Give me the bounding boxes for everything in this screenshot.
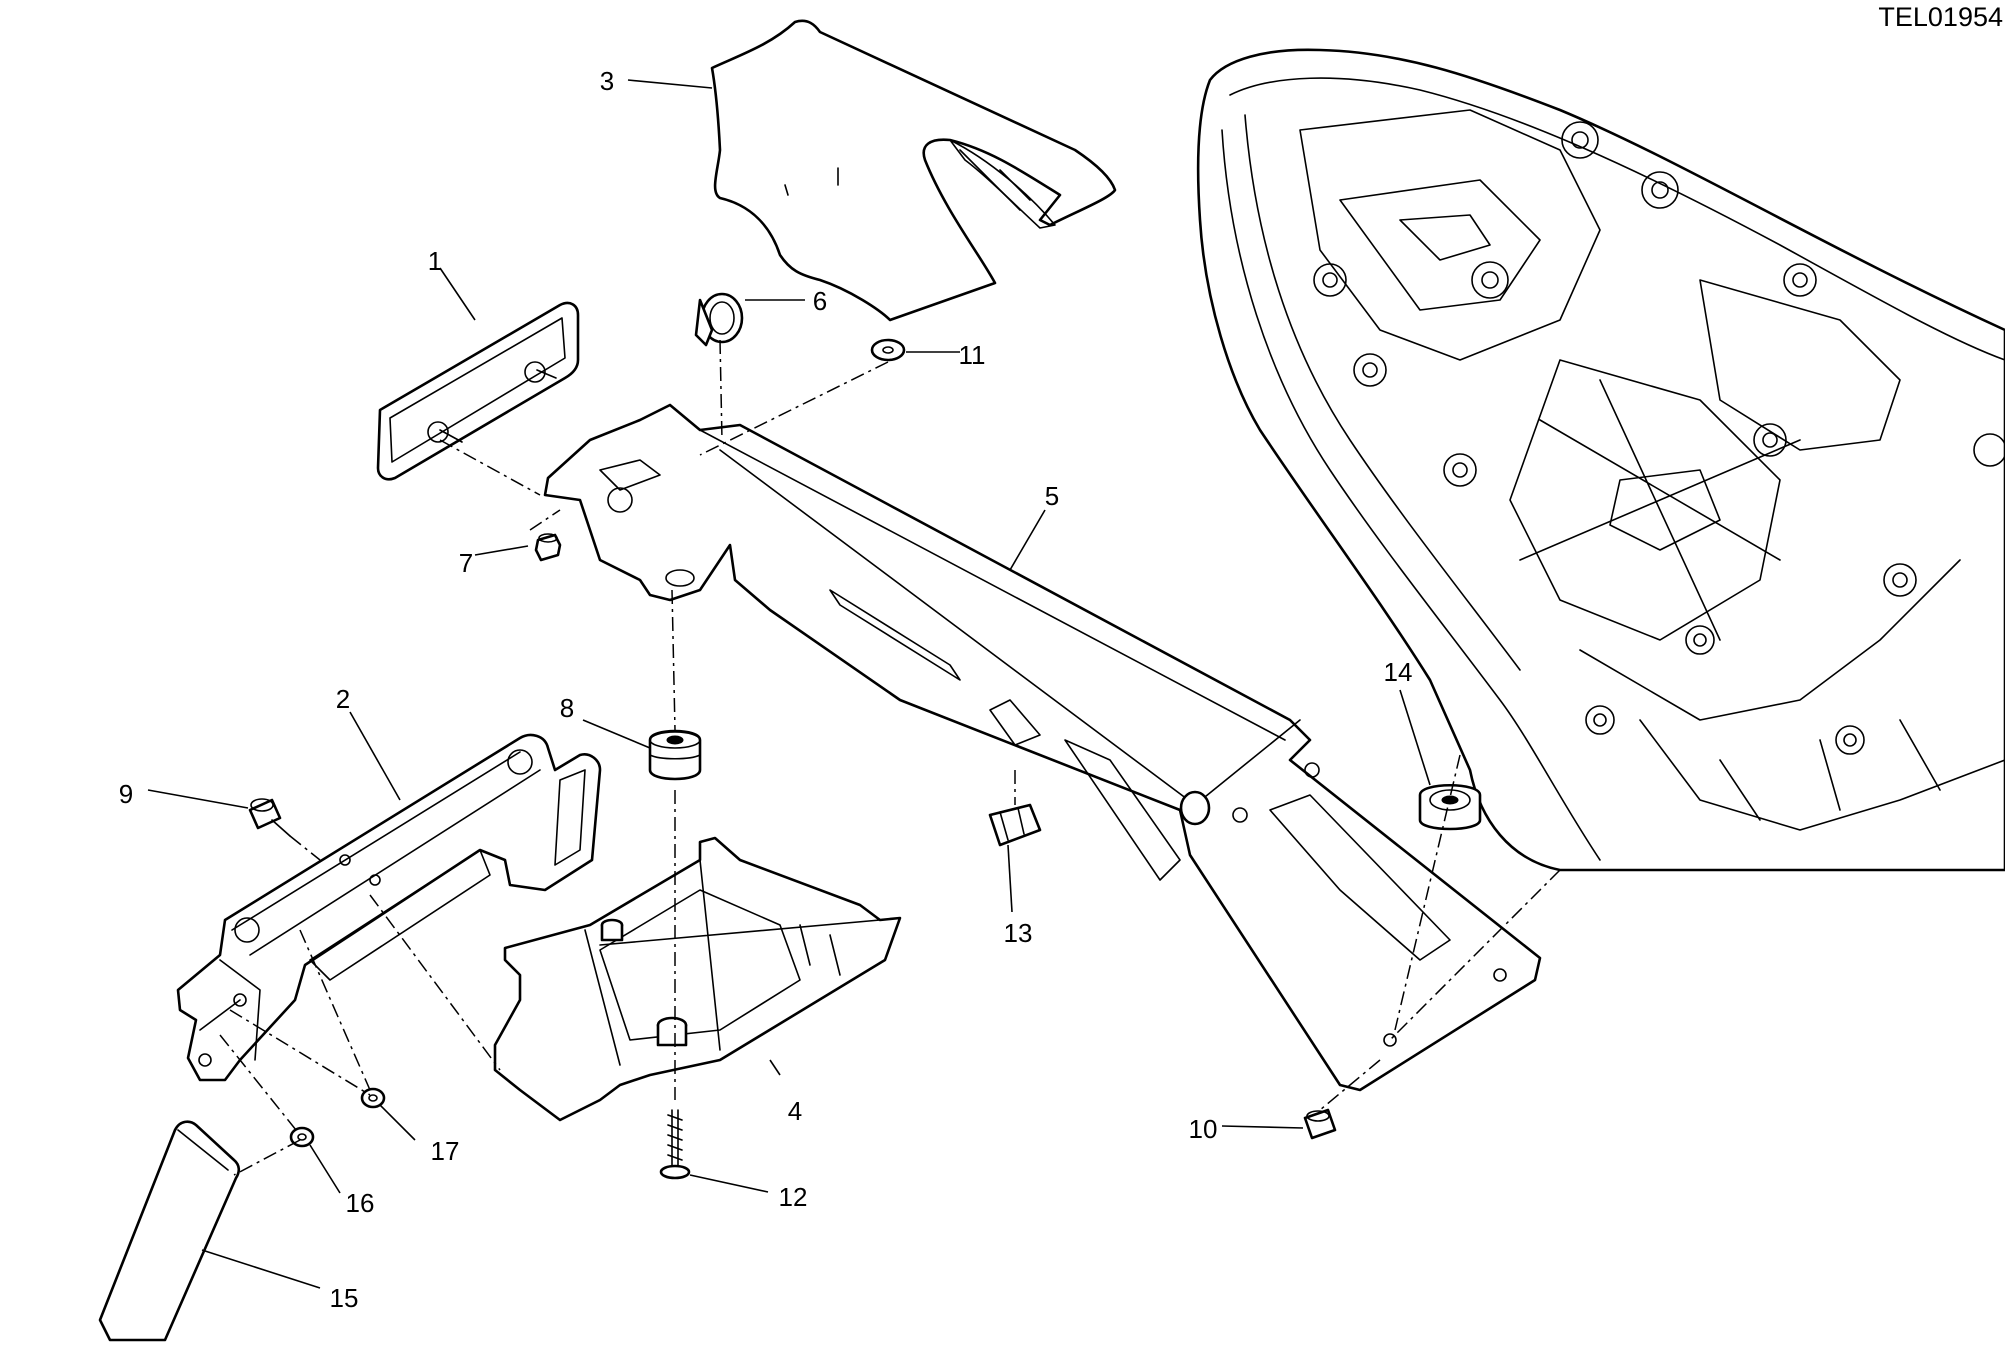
- callout-9: 9: [119, 779, 133, 809]
- part-13-clip: [988, 803, 1042, 847]
- drawing-code: TEL01954: [1878, 2, 2003, 32]
- part-4-tray: [493, 836, 902, 1122]
- callout-17: 17: [431, 1136, 460, 1166]
- part-7-nut: [534, 533, 562, 562]
- callout-2: 2: [336, 684, 350, 714]
- seat-underside: [1196, 48, 2005, 872]
- part-15-reflector: [98, 1120, 241, 1342]
- callout-8: 8: [560, 693, 574, 723]
- part-14-grommet: [1418, 783, 1482, 831]
- callout-13: 13: [1004, 918, 1033, 948]
- callout-15: 15: [330, 1283, 359, 1313]
- callout-10: 10: [1189, 1114, 1218, 1144]
- callout-6: 6: [813, 286, 827, 316]
- part-6-clip: [694, 292, 744, 347]
- callout-5: 5: [1045, 481, 1059, 511]
- part-5-bracket: [543, 403, 1542, 1092]
- callout-16: 16: [346, 1188, 375, 1218]
- callout-14: 14: [1384, 657, 1413, 687]
- part-12-bolt: [659, 1109, 691, 1180]
- callout-1: 1: [428, 246, 442, 276]
- callout-7: 7: [459, 548, 473, 578]
- part-1-reflector: [376, 301, 580, 481]
- callout-4: 4: [788, 1096, 802, 1126]
- part-17-washer: [360, 1087, 386, 1109]
- callout-3: 3: [600, 66, 614, 96]
- leader-lines: [147, 79, 1431, 1289]
- callout-12: 12: [779, 1182, 808, 1212]
- callout-11: 11: [959, 340, 986, 370]
- part-2-plate-holder: [176, 733, 602, 1082]
- assembly-lines: [219, 339, 1561, 1176]
- callout-labels: 1 2 3 4 5 6 7 8 9 10 11 12 13 14 15 16 1…: [119, 66, 1413, 1313]
- part-10-screw: [1303, 1108, 1337, 1140]
- part-9-screw: [248, 798, 291, 837]
- part-3-cover: [710, 19, 1117, 322]
- part-11-washer: [870, 338, 906, 362]
- part-8-grommet: [648, 729, 702, 781]
